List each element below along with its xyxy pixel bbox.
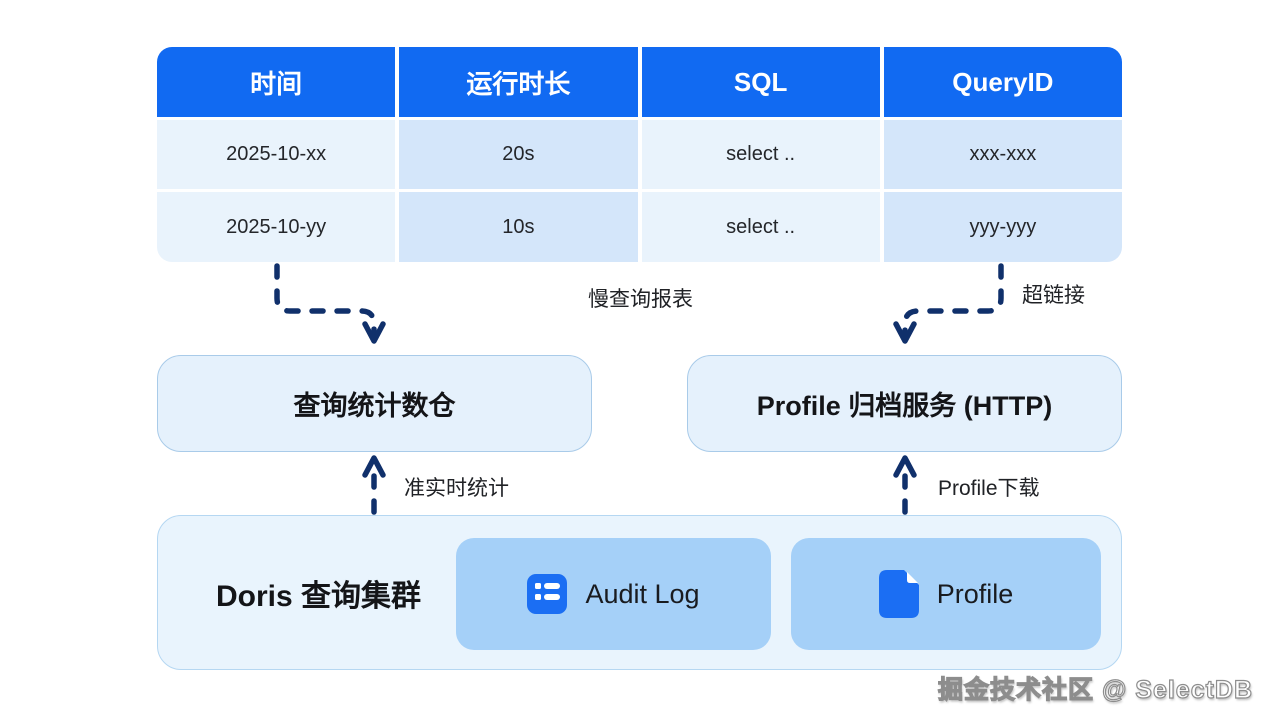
- doris-cluster-label: Doris 查询集群: [216, 579, 422, 613]
- table-cell: select ..: [641, 120, 880, 189]
- audit-log-box: Audit Log: [456, 538, 771, 650]
- table-header-cell: QueryID: [883, 47, 1122, 117]
- table-cell: 10s: [399, 192, 638, 262]
- list-icon: [527, 574, 568, 614]
- table-header-cell: 时间: [157, 47, 396, 117]
- label-hyperlink: 超链接: [1022, 284, 1085, 307]
- label-near-realtime-stats: 准实时统计: [404, 477, 509, 500]
- node-profile-archive-label: Profile 归档服务 (HTTP): [756, 391, 1053, 421]
- arrow-time-to-warehouse: [274, 263, 386, 344]
- doris-cluster-container: Doris 查询集群 Audit Log Profile: [157, 515, 1122, 670]
- table-cell: 2025-10-xx: [157, 120, 396, 189]
- node-stats-warehouse-label: 查询统计数仓: [293, 391, 456, 421]
- table-header-cell: 运行时长: [399, 47, 638, 117]
- node-stats-warehouse: 查询统计数仓: [157, 355, 592, 452]
- table-cell: select ..: [641, 192, 880, 262]
- profile-label: Profile: [936, 578, 1014, 609]
- audit-log-label: Audit Log: [585, 578, 700, 609]
- label-profile-download: Profile下载: [938, 477, 1040, 500]
- arrow-queryid-to-archive: [893, 263, 1004, 344]
- table-cell: yyy-yyy: [883, 192, 1122, 262]
- document-icon: [878, 570, 919, 618]
- label-slow-query-report: 慢查询报表: [588, 288, 693, 311]
- table-cell: 2025-10-yy: [157, 192, 396, 262]
- node-profile-archive: Profile 归档服务 (HTTP): [687, 355, 1122, 452]
- table-cell: 20s: [399, 120, 638, 189]
- table-cell: xxx-xxx: [883, 120, 1122, 189]
- table-header-cell: SQL: [641, 47, 880, 117]
- profile-box: Profile: [791, 538, 1101, 650]
- watermark: 掘金技术社区 @ SelectDB: [937, 675, 1254, 704]
